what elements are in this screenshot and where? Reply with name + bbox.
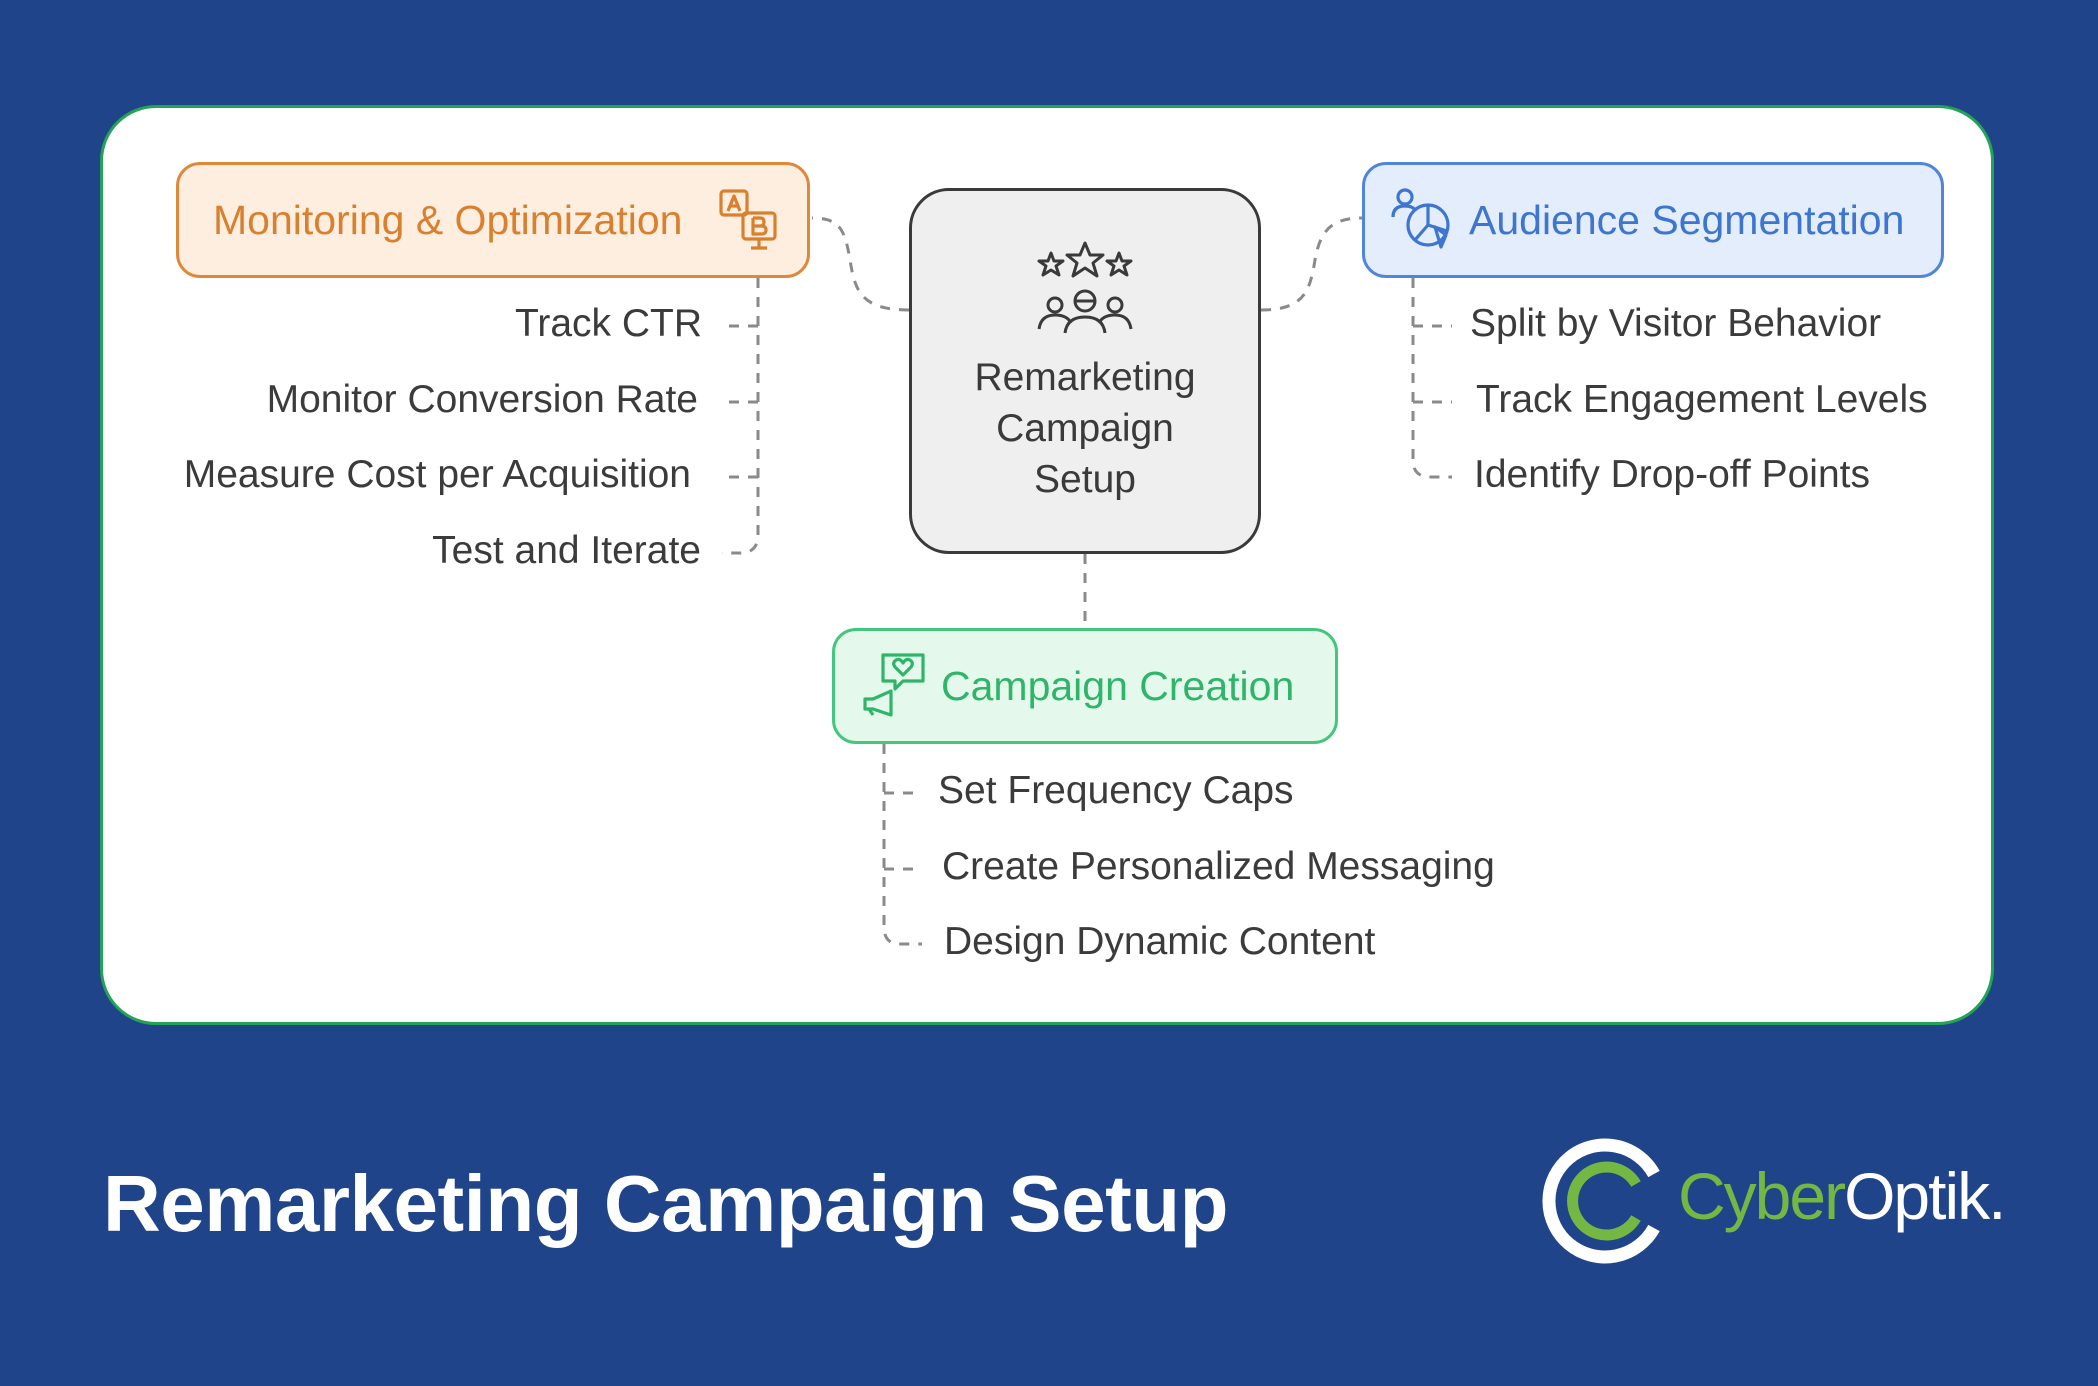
node-audience-title: Audience Segmentation xyxy=(1469,196,1905,243)
leaf-design-dynamic-content: Design Dynamic Content xyxy=(944,920,1376,963)
segmentation-pie-icon xyxy=(1391,187,1453,254)
node-audience-segmentation: Audience Segmentation xyxy=(1362,162,1944,278)
node-campaign-creation: Campaign Creation xyxy=(832,628,1338,744)
node-monitoring-title: Monitoring & Optimization xyxy=(213,196,683,243)
center-node: Remarketing Campaign Setup xyxy=(909,188,1261,554)
leaf-track-ctr: Track CTR xyxy=(514,302,702,345)
leaf-create-personalized-messaging: Create Personalized Messaging xyxy=(942,845,1495,888)
node-creation-title: Campaign Creation xyxy=(941,662,1295,709)
megaphone-heart-icon xyxy=(861,651,927,722)
leaf-track-engagement-levels: Track Engagement Levels xyxy=(1476,378,1928,421)
logo-ring-icon xyxy=(1542,1138,1660,1264)
logo-wordmark: CyberOptik. xyxy=(1678,1158,2006,1234)
leaf-measure-cpa: Measure Cost per Acquisition xyxy=(183,453,691,496)
node-monitoring-optimization: Monitoring & Optimization xyxy=(176,162,810,278)
center-title: Remarketing Campaign Setup xyxy=(974,356,1196,501)
leaf-identify-drop-off-points: Identify Drop-off Points xyxy=(1474,453,1870,496)
stars-audience-icon xyxy=(1033,241,1137,342)
page-title: Remarketing Campaign Setup xyxy=(103,1159,1229,1248)
leaf-test-and-iterate: Test and Iterate xyxy=(432,529,701,572)
brand-logo: CyberOptik. xyxy=(1542,1136,2006,1266)
logo-cyber: Cyber xyxy=(1678,1159,1846,1233)
logo-optik: Optik. xyxy=(1844,1159,2006,1233)
leaf-monitor-conversion-rate: Monitor Conversion Rate xyxy=(266,378,698,421)
leaf-set-frequency-caps: Set Frequency Caps xyxy=(938,769,1294,812)
ab-test-icon xyxy=(717,187,783,258)
leaf-split-by-visitor-behavior: Split by Visitor Behavior xyxy=(1470,302,1882,345)
